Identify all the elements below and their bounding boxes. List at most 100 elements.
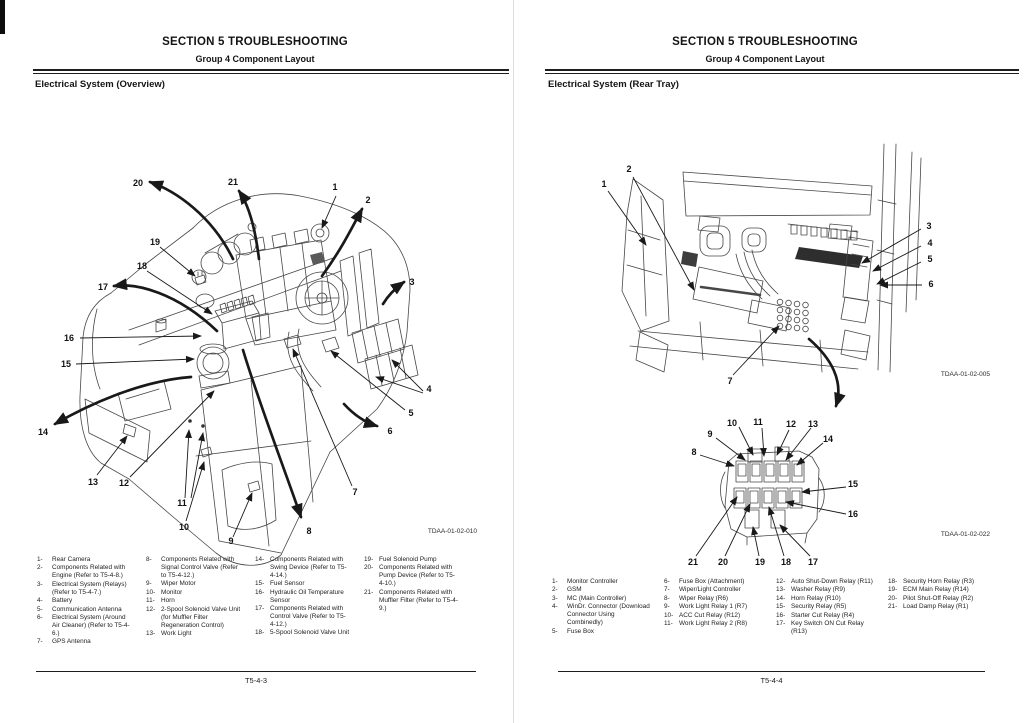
legend-number: 20- [364, 564, 374, 572]
legend-number: 16- [776, 611, 786, 619]
page-number: T5-4-3 [244, 676, 268, 685]
legend-number: 19- [364, 556, 374, 563]
page-subtitle: Group 4 Component Layout [705, 54, 825, 64]
figure-id: TDAA-01-02-010 [427, 528, 477, 535]
leader-lines-relay-tray [695, 426, 847, 557]
legend-item: 9- Wiper Motor [146, 580, 241, 588]
legend-text: Washer Relay (R9) [791, 586, 846, 594]
legend-item: 2-Components Related with Engine (Refer … [37, 564, 132, 580]
legend-item: 19- Fuel Solenoid Pump [364, 556, 459, 564]
page-subtitle: Group 4 Component Layout [195, 54, 315, 64]
legend-item: 13- Washer Relay (R9) [776, 586, 876, 594]
legend-text: WinDr. Connector (Download Connector Usi… [567, 603, 650, 627]
legend-item: 15-Fuel Sensor [255, 580, 350, 588]
legend-item: 7-Wiper/Light Controller [664, 586, 764, 594]
leader-lines-overview [75, 195, 424, 538]
legend-text: Auto Shut-Down Relay (R11) [791, 578, 873, 585]
legend-text: Horn [161, 597, 175, 605]
legend-text: Security Horn Relay (R3) [903, 578, 975, 585]
legend-item: 7-GPS Antenna [37, 638, 132, 646]
legend-number: 12- [146, 605, 156, 613]
legend-item: 10-Monitor [146, 589, 241, 597]
legend-text: Hydraulic Oil Temperature Sensor [270, 588, 344, 604]
legend-item: 5-Fuse Box [552, 628, 652, 636]
legend-number: 4- [37, 597, 43, 605]
legend-number: 8- [146, 556, 152, 563]
legend-number: 15- [776, 603, 786, 611]
legend-item: 13- Work Light [146, 630, 241, 638]
legend-item: 20-Pilot Shut-Off Relay (R2) [888, 595, 988, 603]
header-rule [545, 69, 1019, 74]
legend-number: 13- [146, 629, 156, 637]
legend-item: 8- Components Related with Signal Control… [146, 556, 241, 580]
legend-text: Fuse Box [567, 627, 594, 635]
legend-column: 18- Security Horn Relay (R3) 19- ECM Main R… [888, 578, 988, 637]
legend-text: Components Related with Pump Device (Ref… [379, 564, 455, 588]
legend-number: 4- [552, 603, 558, 611]
legend-item: 5- Communication Antenna [37, 606, 132, 614]
legend-text: GSM [567, 586, 582, 594]
legend-item: 14- Components Related with Swing Device … [255, 556, 350, 580]
legend-number: 14- [255, 556, 265, 563]
detail-zoom-arrow [807, 337, 846, 408]
legend-text: MC (Main Controller) [567, 594, 627, 602]
legend-text: Wiper Motor [161, 580, 196, 588]
legend-item: 16-Hydraulic Oil Temperature Sensor [255, 589, 350, 605]
legend-text: Work Light Relay 1 (R7) [679, 603, 748, 611]
legend-number: 3- [552, 594, 558, 602]
legend-item: 17-Key Switch ON Cut Relay (R13) [776, 620, 876, 636]
legend-text: Components Related with Muffler Filter (… [379, 588, 458, 612]
legend-number: 9- [146, 580, 152, 588]
legend-number: 10- [664, 611, 674, 619]
legend-number: 18- [888, 578, 898, 585]
legend-text: ECM Main Relay (R14) [903, 586, 969, 594]
legend-item: 18-5-Spool Solenoid Valve Unit [255, 629, 350, 637]
page-gutter-line [513, 0, 514, 723]
page-title: SECTION 5 TROUBLESHOOTING [162, 36, 348, 48]
footer-rule [558, 671, 985, 672]
legend-item: 2-GSM [552, 586, 652, 594]
legend-column: 8- Components Related with Signal Control… [146, 556, 241, 647]
legend-item: 6-Fuse Box (Attachment) [664, 578, 764, 586]
legend-column: 12-Auto Shut-Down Relay (R11)13-Washer R… [776, 578, 876, 637]
legend-item: 11-Work Light Relay 2 (R8) [664, 620, 764, 628]
legend-number: 13- [776, 586, 786, 594]
legend-text: Communication Antenna [52, 605, 122, 613]
legend-text: Monitor Controller [567, 578, 618, 585]
legend-number: 20- [888, 594, 898, 602]
legend-text: Components Related with Control Valve (R… [270, 605, 346, 628]
section-title: Electrical System (Overview) [35, 79, 165, 90]
legend-text: Battery [52, 597, 73, 605]
footer-rule [36, 671, 476, 672]
legend-text: Monitor [161, 588, 183, 596]
page-number: T5-4-4 [760, 676, 783, 685]
legend-text: Components Related with Swing Device (Re… [270, 556, 347, 579]
legend-number: 17- [776, 620, 786, 628]
legend-number: 11- [146, 597, 155, 605]
thick-arrows-overview [53, 180, 406, 519]
legend-text: Components Related with Signal Control V… [161, 556, 238, 579]
legend-item: 1-Rear Camera [37, 556, 132, 564]
legend-text: Work Light [161, 629, 192, 637]
legend-column: 19- Fuel Solenoid Pump 20- Components Relat… [364, 556, 459, 647]
legend-item: 21- Components Related with Muffler Filte… [364, 589, 459, 613]
legend-number: 21- [888, 603, 898, 611]
legend-item: 21-Load Damp Relay (R1) [888, 603, 988, 611]
legend-number: 5- [37, 605, 43, 613]
legend-number: 21- [364, 588, 374, 596]
legend-text: Fuel Solenoid Pump [379, 556, 437, 563]
legend-number: 19- [888, 586, 898, 594]
legend-number: 15- [255, 580, 265, 588]
excavator-overview-art [79, 193, 419, 566]
legend-item: 19- ECM Main Relay (R14) [888, 586, 988, 594]
legend-text: Fuse Box (Attachment) [679, 578, 745, 585]
legend-item: 18- Security Horn Relay (R3) [888, 578, 988, 586]
legend-number: 1- [37, 556, 43, 563]
legend-number: 14- [776, 594, 786, 602]
